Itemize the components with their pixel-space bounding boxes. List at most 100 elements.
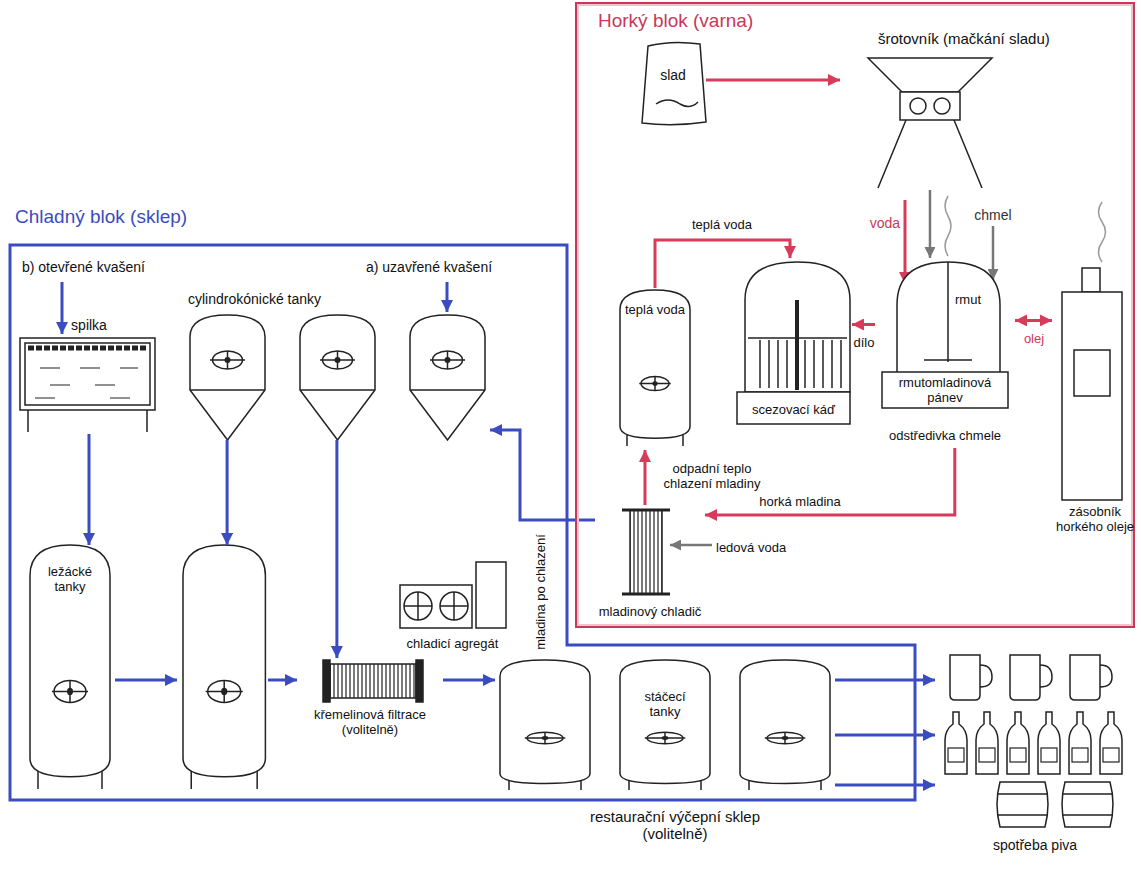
flow-arrow (835, 733, 935, 736)
bright-tank-drawing (620, 660, 710, 790)
malt-bag: slad (640, 40, 706, 125)
beer-consumption-drawing (1100, 712, 1122, 774)
open-fermenter-drawing (25, 343, 150, 405)
lauter-tun-drawing (737, 262, 850, 424)
flow-arrow (706, 78, 840, 81)
steam (945, 196, 951, 256)
beer-consumption-drawing (976, 712, 998, 774)
malt-bag-drawing (642, 42, 706, 124)
text-wrap: cylindrokónické tanky (188, 290, 438, 308)
mill-drawing (934, 98, 950, 114)
wort-chiller-drawing (622, 510, 670, 594)
flow-arrow (1015, 319, 1052, 322)
steam (945, 196, 1106, 262)
input-arrows (115, 679, 177, 682)
node-label: šrotovník (mačkání sladu) (878, 30, 1050, 47)
beer-consumption-drawing (945, 655, 1122, 827)
text-wrap: chladicí agregát (395, 634, 510, 652)
beer-consumption-drawing (1070, 655, 1112, 700)
text-wrap: šrotovník (mačkání sladu) (878, 30, 1133, 48)
edge-label-wrap: dílo (852, 333, 877, 351)
flow-arrow (88, 434, 91, 545)
chiller-unit: chladicí agregát (395, 560, 510, 655)
text-wrap: Chladný blok (sklep) (15, 206, 275, 228)
chiller-unit-drawing (400, 585, 472, 628)
note-label: a) uzavřené kvašení (366, 259, 492, 275)
text-wrap: zásobník horkého oleje (1055, 505, 1135, 535)
label-wrap: chmel (968, 206, 1018, 224)
oil-heater-drawing (1082, 268, 1100, 292)
node-label: scezovací káď (752, 403, 835, 418)
cylindroconical-tank-drawing (190, 315, 485, 440)
steam (1099, 202, 1106, 262)
bright-tank-drawing (740, 660, 830, 790)
hot-water-tank: teplá voda (615, 288, 695, 450)
input-arrows (61, 282, 64, 334)
label-wrap: a) uzavřené kvašení (366, 258, 546, 276)
node-label: slad (660, 67, 686, 83)
chiller-unit-drawing (404, 592, 468, 620)
input-arrows (670, 544, 712, 547)
mill-drawing (868, 58, 992, 188)
region-title: Chladný blok (sklep) (15, 206, 187, 228)
text-wrap: spilka (18, 316, 160, 334)
mill-drawing (878, 120, 982, 188)
mash-pan-drawing (882, 262, 1008, 408)
node-label: cylindrokónické tanky (188, 291, 321, 307)
input-arrows (904, 200, 907, 284)
open-fermenter-drawing (20, 338, 155, 432)
wort-chiller-drawing (630, 510, 662, 594)
mill-drawing (868, 58, 992, 92)
cylindroconical-tanks: cylindrokónické tanky (185, 288, 490, 440)
flow-arrow (655, 240, 790, 288)
flow-arrow (643, 450, 646, 505)
text-wrap: Horký blok (varna) (598, 10, 858, 32)
mash-pan-drawing (897, 262, 1000, 372)
beer-consumption-drawing (997, 782, 1048, 827)
edge-label-wrap: odpadní teplo chlazení mladiny (652, 462, 772, 492)
node-label: mladinový chladič (599, 605, 702, 620)
mill: šrotovník (mačkání sladu) (840, 28, 1135, 190)
text-wrap: křemelinová filtrace (volitelně) (300, 708, 440, 738)
filter-drawing (416, 660, 423, 702)
mill-drawing (900, 92, 960, 120)
flow-arrow (268, 678, 297, 681)
connectors (89, 80, 1052, 785)
cylindroconical-tank-drawing (410, 315, 485, 440)
text-wrap: odstředivka chmele (875, 426, 1015, 444)
note-label: b) otevřené kvašení (22, 259, 145, 275)
lager-tank-drawing (183, 545, 265, 789)
flow-arrow (443, 679, 495, 682)
beer-consumption-drawing (1007, 712, 1029, 774)
open-fermenter-drawing (20, 338, 155, 410)
filter-drawing (323, 660, 423, 702)
edge-label-wrap: teplá voda (690, 215, 754, 233)
open-fermenter-drawing (28, 346, 147, 351)
text-wrap: slad (644, 66, 702, 84)
node-label: zásobník horkého oleje (1055, 505, 1135, 535)
malt-bag-drawing (642, 42, 706, 124)
filter-drawing (330, 664, 416, 698)
beer-consumption: spotřeba piva (935, 648, 1135, 856)
text-wrap: stáčecí tanky (630, 690, 700, 720)
open-fermenter-drawing (35, 368, 138, 398)
text-wrap: rmut (955, 290, 1000, 308)
label-wrap: voda (864, 214, 900, 232)
text-wrap: ležácké tanky (35, 565, 105, 595)
edge-label: teplá voda (690, 218, 754, 233)
region-title: Horký blok (varna) (598, 10, 753, 32)
label-wrap: restaurační výčepní sklep (volitelně) (560, 808, 790, 843)
edge-label-wrap: horká mladina (757, 492, 843, 510)
oil-heater: zásobník horkého oleje (1052, 250, 1138, 570)
wort-chiller-drawing (622, 510, 670, 594)
text-wrap: spotřeba piva (935, 836, 1135, 854)
node-label: chladicí agregát (407, 637, 499, 652)
bright-tanks: stáčecí tanky (495, 655, 835, 795)
open-fermenter: spilka (18, 314, 160, 434)
region-outline (10, 245, 915, 800)
node-label: spilka (71, 317, 107, 333)
flow-arrow (226, 440, 229, 545)
mash-pan-drawing (924, 262, 972, 362)
